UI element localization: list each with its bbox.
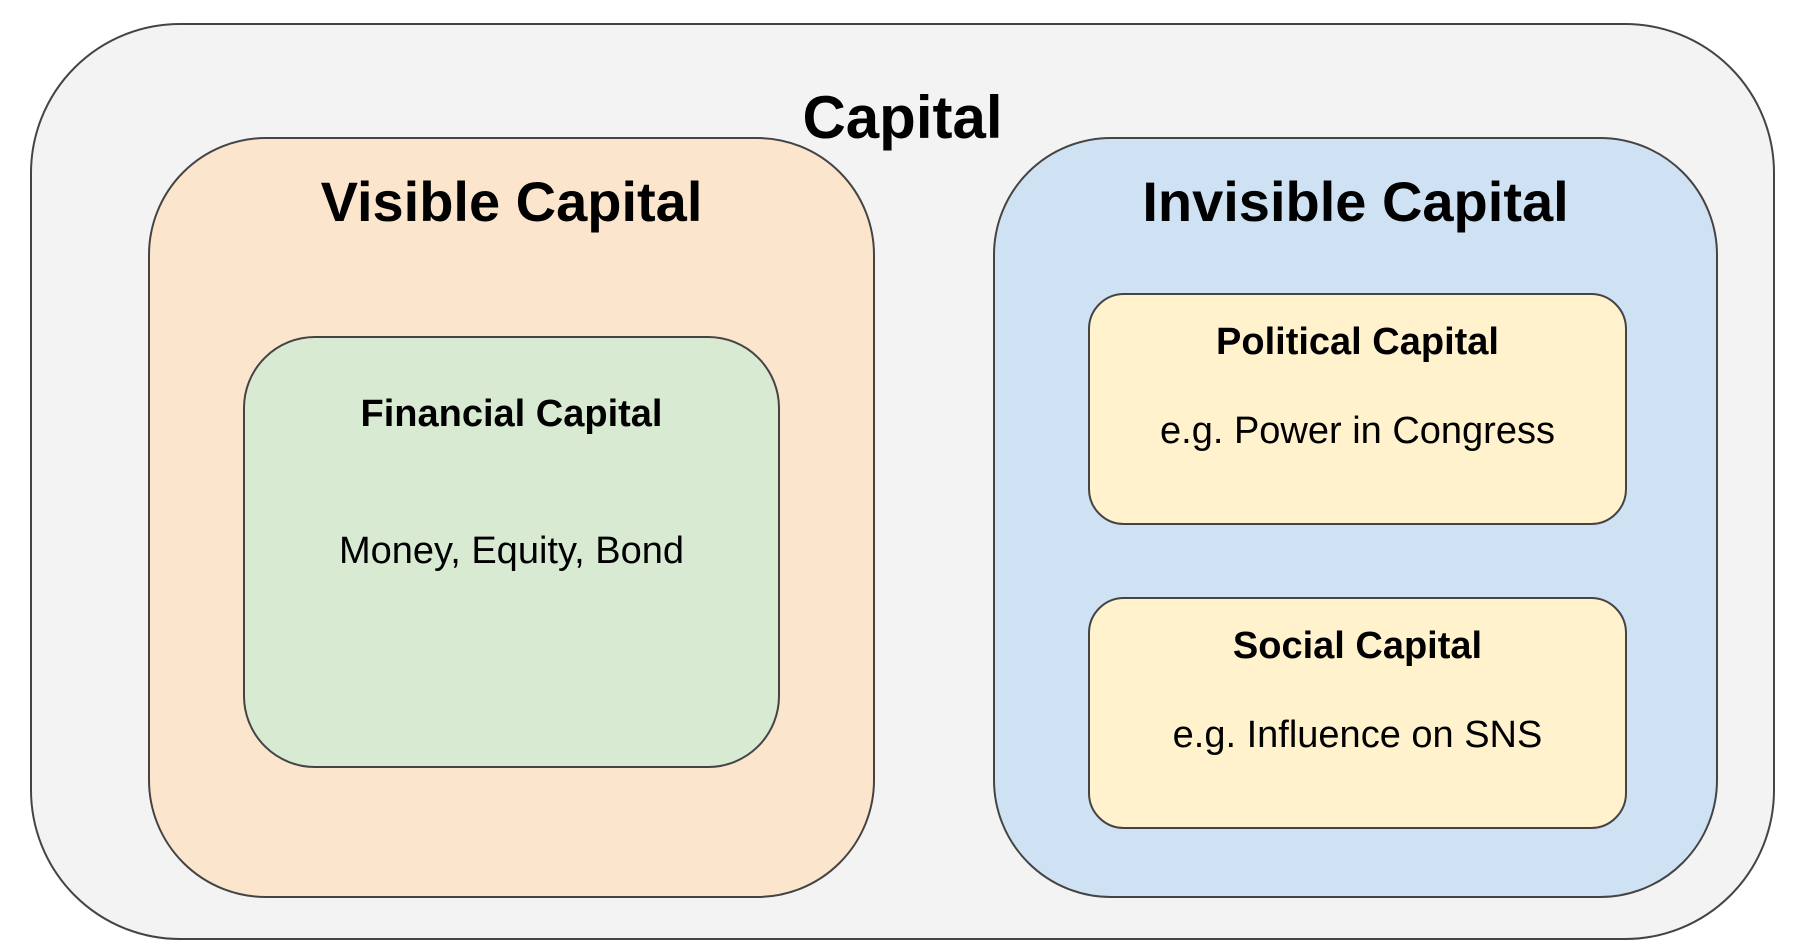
political-capital-box: Political Capital e.g. Power in Congress xyxy=(1088,293,1627,525)
visible-capital-box: Visible Capital Financial Capital Money,… xyxy=(148,137,875,898)
financial-capital-box: Financial Capital Money, Equity, Bond xyxy=(243,336,780,768)
political-capital-example: e.g. Power in Congress xyxy=(1160,410,1555,452)
financial-capital-examples: Money, Equity, Bond xyxy=(338,530,684,572)
social-capital-title: Social Capital xyxy=(1232,625,1483,667)
invisible-capital-box: Invisible Capital Political Capital e.g.… xyxy=(993,137,1718,898)
social-capital-example: e.g. Influence on SNS xyxy=(1172,714,1543,756)
social-capital-box: Social Capital e.g. Influence on SNS xyxy=(1088,597,1627,829)
financial-capital-title: Financial Capital xyxy=(360,393,663,435)
capital-box: Capital Visible Capital Financial Capita… xyxy=(30,23,1775,940)
political-capital-title: Political Capital xyxy=(1216,321,1499,363)
visible-capital-title: Visible Capital xyxy=(320,170,703,233)
invisible-capital-title: Invisible Capital xyxy=(1142,170,1569,233)
capital-title: Capital xyxy=(802,84,1003,151)
